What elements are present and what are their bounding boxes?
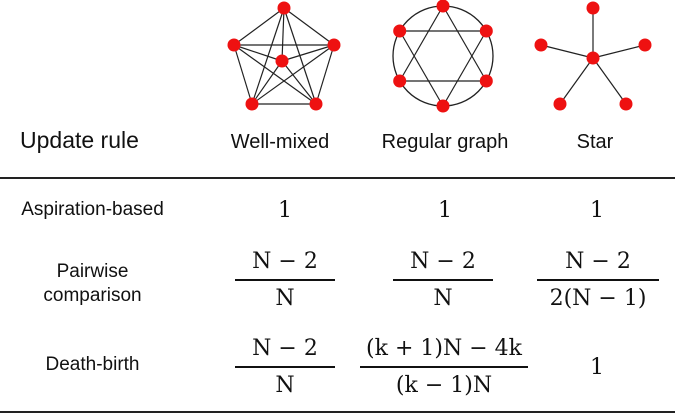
row-label-death-birth: Death-birth [45,354,140,375]
well-mixed-header: Well-mixed [230,131,330,153]
graph-node [227,38,241,52]
update-rule-header: Update rule [20,127,139,153]
row-label-pairwise: Pairwise comparison [43,261,142,306]
cell-pairwise-star: N − 2 2(N − 1) [537,248,659,313]
star-header: Star [576,131,614,153]
cell-death-birth-well-mixed: N − 2 N [235,335,335,400]
graph-edge [233,44,253,105]
fraction-bar [235,279,335,281]
numerator: N − 2 [565,249,631,274]
denominator: 2(N − 1) [549,285,647,311]
graph-node [619,97,633,111]
graph-edge [233,44,317,105]
graph-node [534,38,548,52]
numerator: (k + 1)N − 4k [366,336,522,361]
graph-node [275,54,289,68]
graph-edge [399,5,444,82]
denominator: N [275,285,295,311]
cell-aspiration-well-mixed: 1 [278,198,292,223]
numerator: N − 2 [252,336,318,361]
graph-node [436,0,450,13]
graph-node [245,97,259,111]
denominator: N [275,372,295,398]
graph-node [479,24,493,38]
graph-node [309,97,323,111]
graph-edge [442,30,487,107]
graph-node [393,24,407,38]
graph-edge [540,44,594,59]
complete-graph-icon [227,1,341,111]
graph-edge [283,7,335,46]
graph-edge [281,44,335,62]
graph-edge [592,44,646,59]
cell-death-birth-star: 1 [590,355,604,380]
cell-aspiration-regular-graph: 1 [438,198,452,223]
graph-node [436,99,450,113]
regular-graph-header: Regular graph [381,131,509,153]
row-label-aspiration: Aspiration-based [21,199,164,220]
numerator: N − 2 [252,249,318,274]
graph-edge [251,60,283,105]
cell-pairwise-well-mixed: N − 2 N [235,248,335,313]
graph-node [479,74,493,88]
cell-aspiration-star: 1 [590,198,604,223]
graph-node [277,1,291,15]
graph-edge [559,57,594,105]
ring-regular-graph-icon [392,0,494,113]
graph-node [586,51,600,65]
graph-edge [233,44,283,62]
graph-edge [399,30,444,107]
graph-edge [281,7,285,62]
graph-node [553,97,567,111]
graph-edge [592,57,627,105]
graph-edge [281,60,317,105]
header-divider [0,177,675,179]
graph-node [638,38,652,52]
cell-pairwise-regular-graph: N − 2 N [393,248,493,313]
fraction-bar [360,366,528,368]
denominator: N [433,285,453,311]
numerator: N − 2 [410,249,476,274]
fraction-bar [235,366,335,368]
fraction-bar [393,279,493,281]
bottom-divider [0,411,675,413]
graph-edge [442,5,487,82]
graph-node [586,1,600,15]
cell-death-birth-regular-graph: (k + 1)N − 4k (k − 1)N [360,335,528,400]
graph-node [327,38,341,52]
fraction-bar [537,279,659,281]
graph-node [393,74,407,88]
denominator: (k − 1)N [395,372,493,398]
graph-edge [315,44,335,105]
graph-edge [233,7,285,46]
star-graph-icon [534,1,652,111]
